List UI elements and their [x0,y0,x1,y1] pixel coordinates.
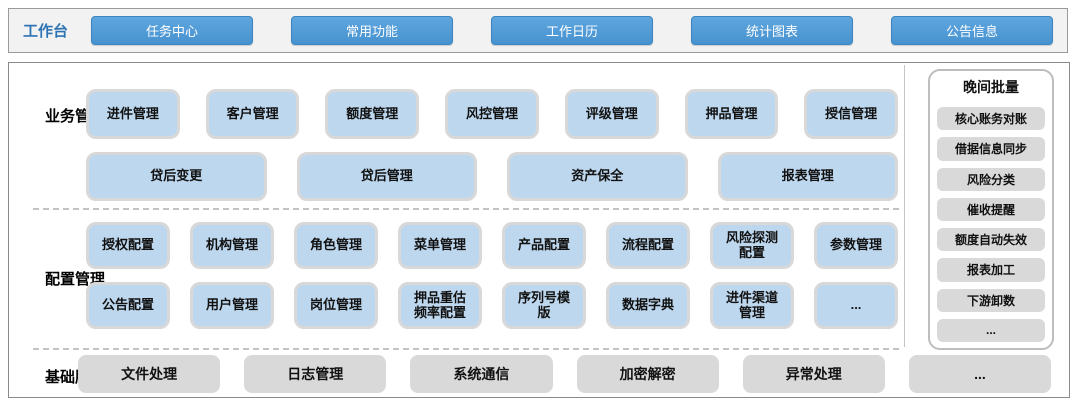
workbench-button-statistics-charts[interactable]: 统计图表 [691,16,853,45]
night-batch-panel: 晚间批量 核心账务对账 借据信息同步 风险分类 催收提醒 额度自动失效 报表加工… [928,69,1054,350]
batch-item[interactable]: 下游卸数 [937,288,1045,312]
module-tile[interactable]: 客户管理 [205,89,300,139]
service-tile[interactable]: 日志管理 [244,355,387,393]
module-tile[interactable]: 机构管理 [190,222,274,269]
module-tile[interactable]: 序列号模版 [502,282,586,329]
module-tile[interactable]: 角色管理 [294,222,378,269]
batch-item-ellipsis[interactable]: ... [937,318,1045,342]
service-tile[interactable]: 异常处理 [742,355,885,393]
module-tile[interactable]: 报表管理 [717,152,898,201]
workbench-button-announcements[interactable]: 公告信息 [891,16,1053,45]
base-services-row: 文件处理 日志管理 系统通信 加密解密 异常处理 ... [78,355,1052,393]
service-tile-ellipsis[interactable]: ... [908,355,1052,393]
workbench-buttons: 任务中心 常用功能 工作日历 统计图表 公告信息 [91,16,1053,45]
workbench-label: 工作台 [23,23,69,40]
batch-item[interactable]: 核心账务对账 [937,107,1045,131]
workbench-button-work-calendar[interactable]: 工作日历 [491,16,653,45]
batch-item[interactable]: 借据信息同步 [937,137,1045,161]
business-row-1: 进件管理 客户管理 额度管理 风控管理 评级管理 押品管理 授信管理 [86,89,899,139]
workbench-button-common-functions[interactable]: 常用功能 [291,16,453,45]
night-batch-title: 晚间批量 [963,79,1019,95]
batch-item[interactable]: 风险分类 [937,167,1045,191]
config-row-1: 授权配置 机构管理 角色管理 菜单管理 产品配置 流程配置 风险探测配置 参数管… [86,222,898,269]
service-tile[interactable]: 文件处理 [78,355,221,393]
module-tile[interactable]: 用户管理 [190,282,274,329]
workbench-bar: 工作台 任务中心 常用功能 工作日历 统计图表 公告信息 [8,8,1068,53]
section-divider [33,208,899,210]
module-tile[interactable]: 岗位管理 [294,282,378,329]
module-tile-ellipsis[interactable]: ... [814,282,898,329]
module-tile[interactable]: 菜单管理 [398,222,482,269]
module-tile[interactable]: 进件渠道管理 [710,282,794,329]
module-tile[interactable]: 授权配置 [86,222,170,269]
section-divider [33,348,899,350]
module-tile[interactable]: 授信管理 [804,89,899,139]
module-tile[interactable]: 额度管理 [325,89,420,139]
module-tile[interactable]: 押品管理 [684,89,779,139]
module-tile[interactable]: 进件管理 [86,89,180,139]
module-tile[interactable]: 流程配置 [606,222,690,269]
module-tile[interactable]: 数据字典 [606,282,690,329]
module-tile[interactable]: 押品重估频率配置 [398,282,482,329]
workbench-button-task-center[interactable]: 任务中心 [91,16,253,45]
module-tile[interactable]: 参数管理 [814,222,898,269]
module-tile[interactable]: 风控管理 [445,89,539,139]
service-tile[interactable]: 加密解密 [576,355,719,393]
module-tile[interactable]: 风险探测配置 [710,222,794,269]
config-row-2: 公告配置 用户管理 岗位管理 押品重估频率配置 序列号模版 数据字典 进件渠道管… [86,282,898,329]
batch-item[interactable]: 催收提醒 [937,197,1045,221]
service-tile[interactable]: 系统通信 [410,355,553,393]
vertical-divider [904,65,905,347]
business-row-2: 贷后变更 贷后管理 资产保全 报表管理 [86,152,898,201]
module-tile[interactable]: 贷后变更 [86,152,267,201]
architecture-panel: 业务管理 进件管理 客户管理 额度管理 风控管理 评级管理 押品管理 授信管理 … [8,62,1070,398]
batch-item[interactable]: 报表加工 [937,258,1045,282]
module-tile[interactable]: 评级管理 [564,89,659,139]
module-tile[interactable]: 公告配置 [86,282,170,329]
module-tile[interactable]: 贷后管理 [296,152,477,201]
module-tile[interactable]: 资产保全 [507,152,688,201]
batch-item[interactable]: 额度自动失效 [937,228,1045,252]
module-tile[interactable]: 产品配置 [502,222,586,269]
